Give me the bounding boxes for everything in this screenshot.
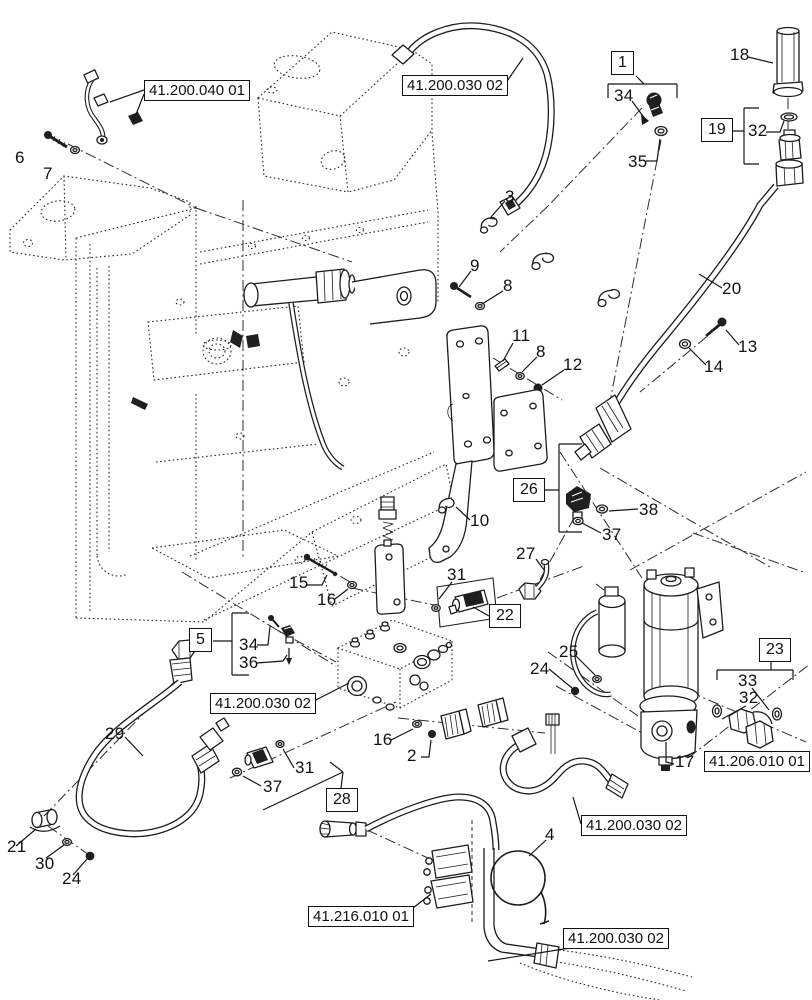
frame-assembly-phantom (9, 31, 693, 1000)
callout-31-b: 31 (295, 758, 315, 777)
breather-18-group-19 (772, 26, 804, 187)
callout-20: 20 (722, 279, 742, 298)
clamp-3 (479, 216, 498, 234)
callout-21: 21 (7, 837, 27, 856)
callout-12: 12 (563, 355, 583, 374)
callout-9: 9 (470, 256, 480, 275)
bolt-15-oring-16 (303, 553, 358, 590)
callout-34-b: 34 (239, 635, 259, 654)
ref-box-41-200-030-02-bottom[interactable]: 41.200.030 02 (563, 928, 669, 949)
ref-box-41-200-040-01[interactable]: 41.200.040 01 (144, 80, 250, 101)
valve-block-fittings (346, 621, 453, 711)
callout-33: 33 (738, 671, 758, 690)
callout-10: 10 (470, 511, 490, 530)
group-box-22: 22 (489, 604, 521, 628)
callout-11: 11 (512, 326, 531, 345)
callout-34-a: 34 (614, 86, 634, 105)
callout-14: 14 (704, 357, 724, 376)
callout-7: 7 (43, 164, 53, 183)
callout-17: 17 (675, 752, 695, 771)
ref-box-41-200-030-02-mid[interactable]: 41.200.030 02 (581, 815, 687, 836)
frame-cylinder (131, 268, 437, 471)
mounting-plates (374, 325, 548, 615)
fitting-group-26 (518, 486, 609, 600)
callout-25: 25 (559, 642, 579, 661)
callout-32-b: 32 (739, 688, 759, 707)
harness-41-200-040 (83, 69, 143, 145)
ref-box-41-206-010-01[interactable]: 41.206.010 01 (704, 751, 810, 772)
callout-18: 18 (730, 45, 750, 64)
group-box-28: 28 (326, 788, 358, 812)
callout-4: 4 (545, 825, 555, 844)
callout-8-b: 8 (536, 342, 546, 361)
fittings-31-37 (231, 739, 285, 777)
fitting-group-23 (711, 704, 783, 749)
callout-37-b: 37 (263, 777, 283, 796)
callout-38: 38 (639, 500, 659, 519)
cable-tie-4 (490, 850, 550, 925)
hose-top-center (391, 22, 555, 216)
port-fittings (411, 697, 509, 740)
callout-2: 2 (407, 746, 417, 765)
callout-24-a: 24 (530, 659, 550, 678)
sensor-group-22 (431, 577, 498, 628)
leader-lines (15, 56, 794, 962)
callout-36: 36 (239, 653, 259, 672)
bolt-6-washer-7 (44, 131, 81, 155)
callout-3: 3 (505, 187, 515, 206)
group-box-23: 23 (759, 638, 791, 662)
hose-29 (29, 639, 230, 861)
callout-29: 29 (105, 724, 125, 743)
callout-24-b: 24 (62, 869, 82, 888)
group-box-5: 5 (189, 628, 212, 652)
clamps-and-hardware (450, 252, 727, 393)
callout-8-a: 8 (503, 276, 513, 295)
callout-16-a: 16 (317, 590, 337, 609)
solid-parts (29, 22, 804, 969)
callout-30: 30 (35, 854, 55, 873)
callout-37-a: 37 (602, 525, 622, 544)
callout-15: 15 (289, 573, 309, 592)
fitting-group-1 (646, 92, 668, 137)
callout-31-a: 31 (447, 565, 467, 584)
callout-6: 6 (15, 148, 25, 167)
ref-box-41-216-010-01[interactable]: 41.216.010 01 (308, 906, 414, 927)
callout-35: 35 (628, 152, 648, 171)
fitting-group-5 (268, 615, 295, 665)
group-box-1: 1 (611, 51, 634, 75)
callout-16-b: 16 (373, 730, 393, 749)
suction-hose (499, 674, 629, 799)
group-box-26: 26 (513, 478, 545, 502)
callout-13: 13 (738, 337, 758, 356)
ref-box-41-200-030-02-top[interactable]: 41.200.030 02 (402, 75, 508, 96)
ref-box-41-200-030-02-left[interactable]: 41.200.030 02 (210, 693, 316, 714)
bottom-manifold-assembly (319, 793, 560, 969)
group-box-19: 19 (701, 118, 733, 142)
callout-27: 27 (516, 544, 536, 563)
callout-32-a: 32 (748, 121, 768, 140)
pump-motor-17 (569, 567, 724, 771)
hose-20 (574, 183, 779, 461)
